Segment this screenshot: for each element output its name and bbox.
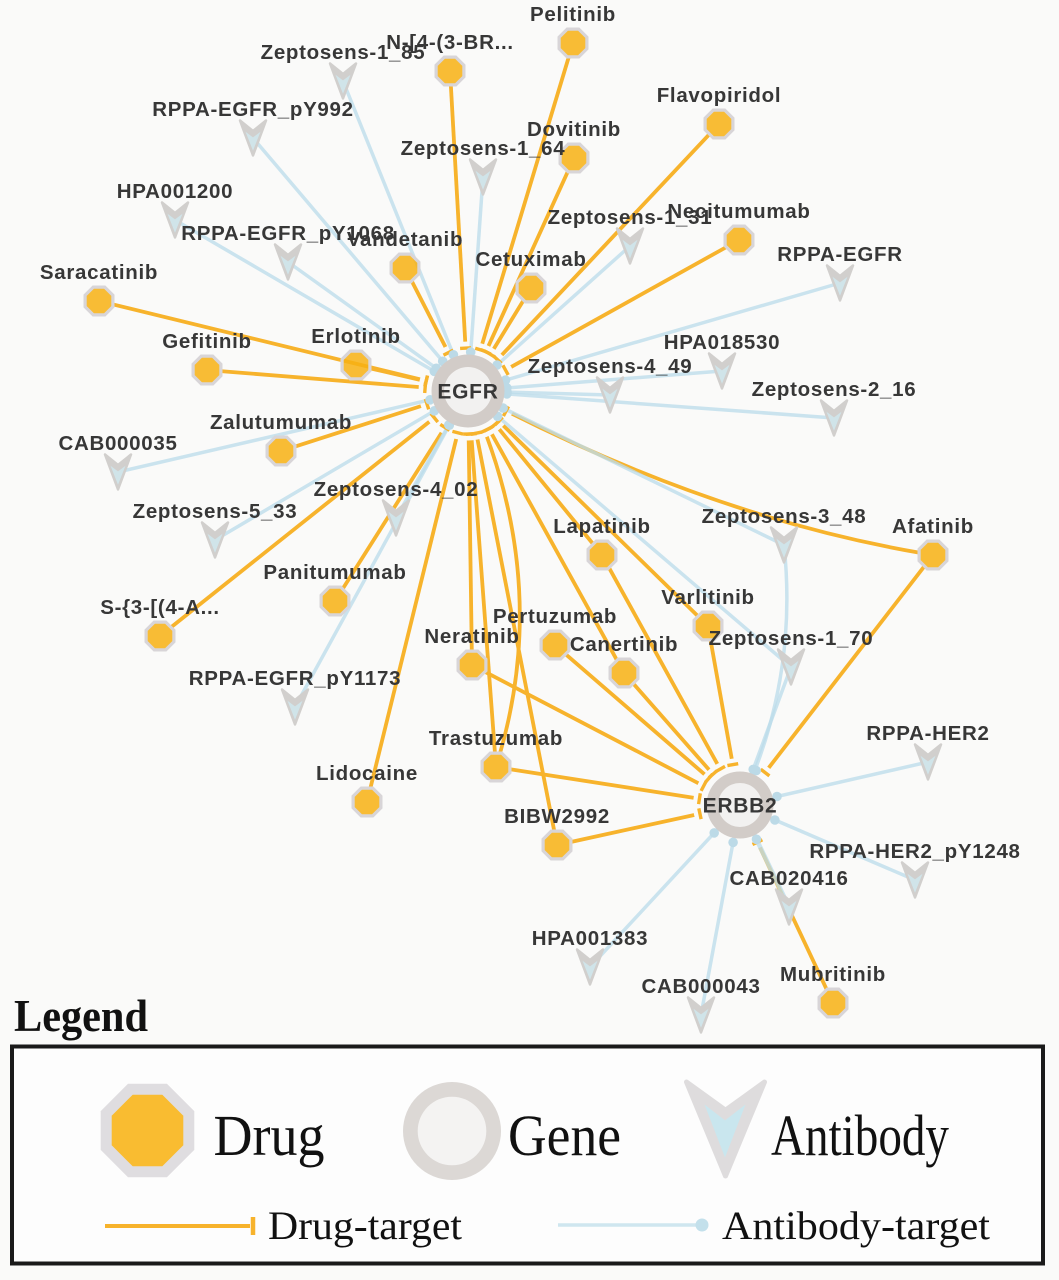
- svg-text:Vandetanib: Vandetanib: [347, 228, 463, 251]
- svg-text:Necitumumab: Necitumumab: [667, 200, 810, 223]
- svg-text:Varlitinib: Varlitinib: [661, 586, 755, 609]
- svg-text:Lidocaine: Lidocaine: [316, 762, 418, 785]
- svg-text:Erlotinib: Erlotinib: [311, 325, 400, 348]
- svg-text:BIBW2992: BIBW2992: [504, 805, 610, 828]
- svg-text:RPPA-HER2_pY1248: RPPA-HER2_pY1248: [809, 840, 1020, 863]
- svg-text:Pelitinib: Pelitinib: [530, 3, 616, 26]
- svg-text:RPPA-EGFR_pY1068: RPPA-EGFR_pY1068: [181, 222, 395, 245]
- svg-text:RPPA-EGFR: RPPA-EGFR: [777, 243, 903, 266]
- svg-text:Zeptosens-4_49: Zeptosens-4_49: [528, 355, 693, 378]
- svg-text:Flavopiridol: Flavopiridol: [657, 84, 782, 107]
- svg-text:Zeptosens-2_16: Zeptosens-2_16: [752, 378, 917, 401]
- svg-text:N-[4-(3-BR...: N-[4-(3-BR...: [386, 31, 514, 54]
- svg-text:Zeptosens-1_85: Zeptosens-1_85: [261, 41, 426, 64]
- svg-text:RPPA-HER2: RPPA-HER2: [866, 722, 989, 745]
- svg-text:Afatinib: Afatinib: [892, 515, 974, 538]
- svg-text:EGFR: EGFR: [437, 381, 498, 404]
- svg-text:CAB000035: CAB000035: [58, 432, 177, 455]
- svg-text:Gene: Gene: [508, 1103, 621, 1168]
- svg-text:Saracatinib: Saracatinib: [40, 261, 158, 284]
- svg-text:HPA001383: HPA001383: [532, 927, 648, 950]
- svg-text:Zeptosens-1_31: Zeptosens-1_31: [548, 206, 713, 229]
- svg-text:Cetuximab: Cetuximab: [475, 248, 586, 271]
- svg-text:Zalutumumab: Zalutumumab: [210, 411, 352, 434]
- svg-text:RPPA-EGFR_pY1173: RPPA-EGFR_pY1173: [189, 667, 401, 690]
- svg-text:Antibody-target: Antibody-target: [722, 1203, 990, 1248]
- svg-text:Legend: Legend: [14, 990, 148, 1041]
- svg-text:CAB020416: CAB020416: [729, 867, 848, 890]
- svg-text:HPA001200: HPA001200: [117, 180, 233, 203]
- svg-text:Antibody: Antibody: [771, 1103, 949, 1168]
- svg-text:Mubritinib: Mubritinib: [780, 963, 886, 986]
- svg-text:CAB000043: CAB000043: [641, 975, 760, 998]
- svg-text:Zeptosens-5_33: Zeptosens-5_33: [133, 500, 298, 523]
- svg-text:Dovitinib: Dovitinib: [527, 118, 621, 141]
- svg-text:Zeptosens-1_64: Zeptosens-1_64: [401, 137, 566, 160]
- svg-text:S-{3-[(4-A...: S-{3-[(4-A...: [100, 596, 220, 619]
- svg-text:Pertuzumab: Pertuzumab: [493, 605, 617, 628]
- svg-text:Zeptosens-4_02: Zeptosens-4_02: [314, 478, 479, 501]
- svg-text:Trastuzumab: Trastuzumab: [429, 727, 563, 750]
- svg-text:Canertinib: Canertinib: [570, 633, 678, 656]
- svg-text:Panitumumab: Panitumumab: [263, 561, 406, 584]
- svg-text:Zeptosens-1_70: Zeptosens-1_70: [709, 627, 874, 650]
- svg-text:Drug-target: Drug-target: [268, 1203, 462, 1248]
- svg-text:HPA018530: HPA018530: [664, 331, 780, 354]
- svg-text:Drug: Drug: [214, 1103, 325, 1168]
- svg-text:Neratinib: Neratinib: [424, 625, 519, 648]
- svg-text:Gefitinib: Gefitinib: [162, 330, 251, 353]
- svg-text:RPPA-EGFR_pY992: RPPA-EGFR_pY992: [152, 98, 354, 121]
- svg-text:Lapatinib: Lapatinib: [553, 515, 650, 538]
- svg-text:Zeptosens-3_48: Zeptosens-3_48: [702, 505, 867, 528]
- svg-text:ERBB2: ERBB2: [703, 795, 778, 818]
